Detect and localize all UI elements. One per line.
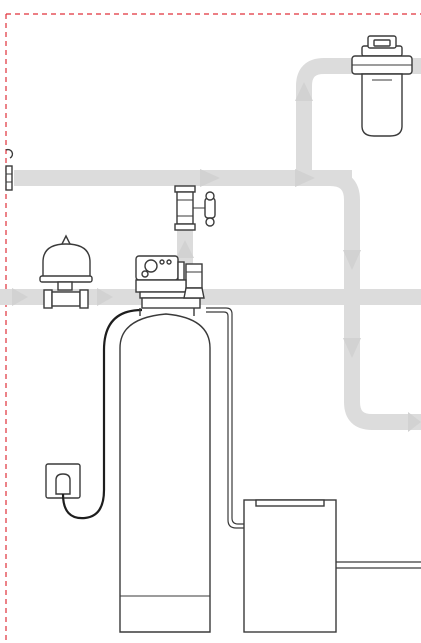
expansion-vessel-icon — [39, 234, 93, 309]
control-valve-icon — [135, 255, 205, 309]
arrow-right-1 — [200, 169, 220, 187]
arrow-right-4 — [97, 288, 113, 306]
bypass-valve-icon — [174, 185, 216, 231]
arrow-right-out — [408, 412, 421, 432]
arrow-up-bypass — [176, 240, 194, 258]
power-cable — [61, 308, 143, 520]
arrow-down-1 — [343, 250, 361, 270]
arrow-right-2 — [295, 169, 315, 187]
arrow-right-3 — [12, 288, 28, 306]
brine-tank-icon — [243, 499, 337, 633]
brine-line-inner — [206, 311, 244, 529]
brine-line-outer — [206, 307, 244, 525]
arrow-up-filter — [295, 82, 313, 101]
inlet-fitting-icon — [5, 148, 14, 191]
flow-arrows — [12, 82, 421, 432]
tank-icon — [119, 308, 211, 633]
drain-line — [336, 561, 421, 569]
arrow-down-2 — [343, 338, 361, 358]
filter-housing-icon — [351, 35, 413, 137]
socket-icon — [45, 463, 81, 499]
property-boundary-line — [5, 13, 421, 643]
